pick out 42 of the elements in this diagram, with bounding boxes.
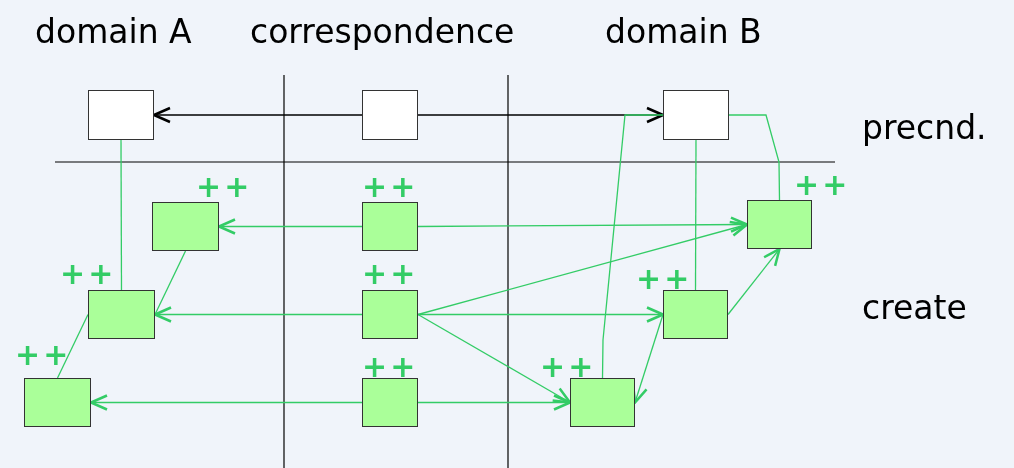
connector bbox=[417, 220, 749, 316]
connector bbox=[417, 313, 572, 404]
process-box bbox=[362, 378, 418, 427]
connector bbox=[120, 139, 123, 291]
connector bbox=[728, 114, 781, 201]
connector bbox=[217, 218, 363, 235]
process-box bbox=[362, 90, 418, 140]
connector bbox=[417, 394, 572, 411]
column-heading: domain B bbox=[605, 12, 762, 52]
process-box bbox=[24, 378, 91, 427]
plus-marker: ++ bbox=[362, 352, 419, 382]
plus-marker: ++ bbox=[362, 259, 419, 289]
connector bbox=[417, 306, 665, 323]
plus-marker: ++ bbox=[196, 172, 253, 202]
column-heading: domain A bbox=[35, 12, 192, 52]
plus-marker: ++ bbox=[362, 172, 419, 202]
plus-marker: ++ bbox=[540, 352, 597, 382]
connector bbox=[727, 247, 781, 316]
connector bbox=[153, 306, 363, 323]
process-box bbox=[362, 290, 418, 339]
process-box bbox=[663, 290, 728, 339]
row-label: create bbox=[862, 288, 967, 328]
row-label: precnd. bbox=[862, 108, 987, 148]
process-box bbox=[747, 200, 812, 249]
connector bbox=[417, 216, 749, 233]
connector bbox=[152, 106, 363, 124]
connector bbox=[601, 114, 664, 379]
plus-marker: ++ bbox=[15, 340, 72, 370]
column-heading: correspondence bbox=[250, 12, 515, 52]
process-box bbox=[663, 90, 729, 140]
connector bbox=[694, 139, 697, 291]
plus-marker: ++ bbox=[794, 170, 851, 200]
plus-marker: ++ bbox=[60, 259, 117, 289]
connector bbox=[154, 250, 187, 316]
process-box bbox=[88, 90, 154, 140]
process-box bbox=[152, 202, 219, 251]
plus-marker: ++ bbox=[636, 264, 693, 294]
connector bbox=[89, 394, 363, 411]
process-box bbox=[88, 290, 155, 339]
process-box bbox=[362, 202, 418, 251]
connector bbox=[56, 313, 89, 379]
process-box bbox=[570, 378, 635, 427]
